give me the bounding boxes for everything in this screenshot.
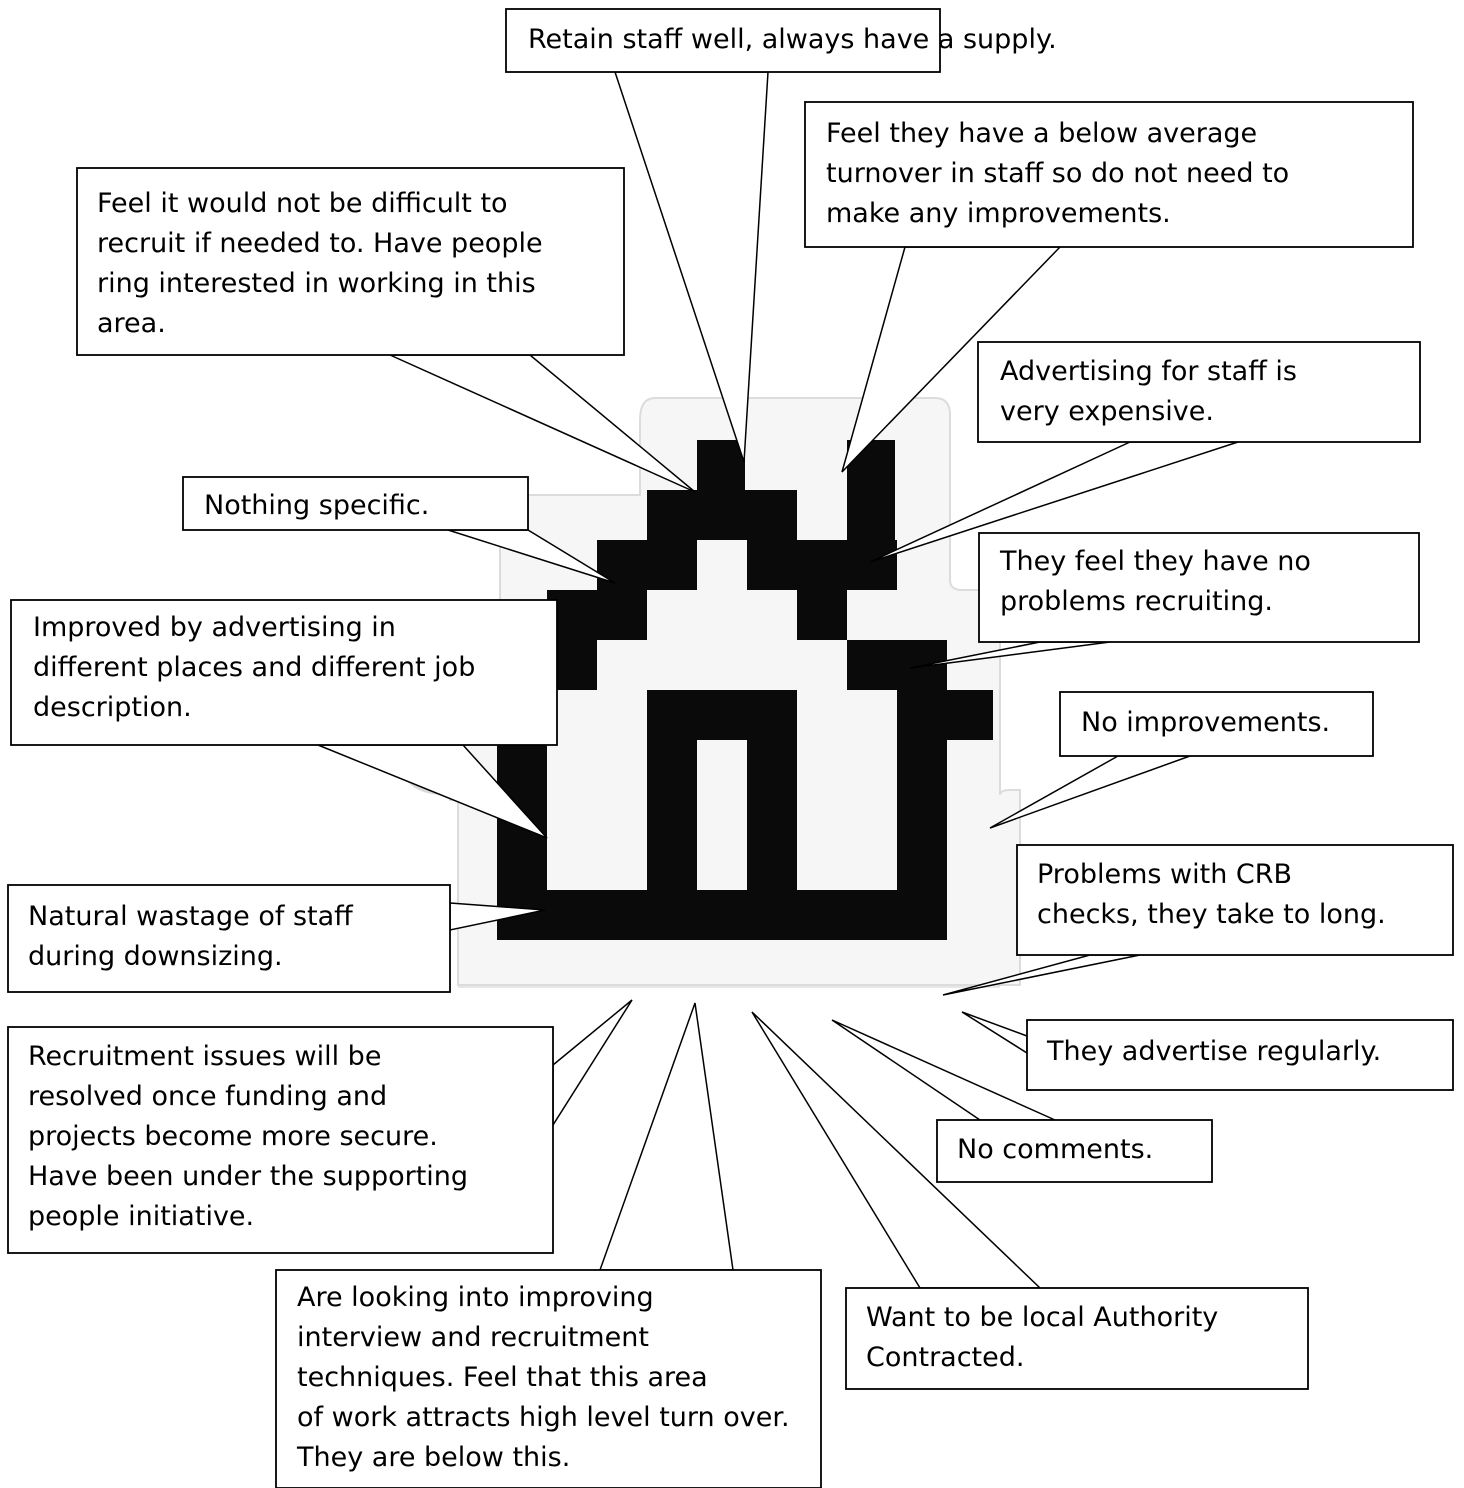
callout-text-advertise-regularly: They advertise regularly. [1047,1036,1382,1067]
pointer-recruitment-issues [552,999,633,1128]
callout-text-retain: Retain staff well, always have a supply. [528,24,1057,55]
callout-pointers [317,71,1239,1289]
house-door-frame-right [747,690,797,890]
callout-text-expensive: Advertising for staff is very expensive. [1000,356,1297,427]
callout-text-nothing-specific: Nothing specific. [204,490,430,521]
callout-text-natural-wastage: Natural wastage of staff during downsizi… [28,901,353,972]
callout-text-no-comments: No comments. [957,1134,1154,1165]
box-below-average [804,101,1414,248]
house-pixel-top [697,440,745,490]
callout-text-not-difficult: Feel it would not be difficult to recrui… [97,188,543,339]
callout-text-recruitment-issues: Recruitment issues will be resolved once… [28,1041,469,1232]
house-floor [497,890,947,940]
callout-text-local-authority: Want to be local Authority Contracted. [866,1302,1219,1373]
house-pixel-row4-right [797,590,847,640]
house-pixel-row4-left [547,590,647,640]
callout-boxes [7,8,1454,1488]
callout-text-no-problems: They feel they have no problems recruiti… [1000,546,1311,617]
callout-text-improved-by: Improved by advertising in different pla… [33,612,476,723]
box-expensive [977,341,1421,443]
box-recruitment-issues [7,1026,554,1254]
pointer-advertise-regularly [961,1011,1028,1055]
box-advertise-regularly [1026,1019,1454,1091]
pointer-looking-into [598,1002,734,1271]
box-looking-into [275,1269,822,1488]
box-no-problems [978,532,1420,643]
callout-text-below-average: Feel they have a below average turnover … [826,118,1290,229]
house-pixel-row2 [647,490,797,540]
callout-text-no-improvements: No improvements. [1081,707,1331,738]
box-no-comments [936,1119,1213,1183]
box-local-authority [845,1287,1309,1390]
box-not-difficult [76,167,625,356]
box-no-improvements [1059,691,1374,757]
callout-text-crb: Problems with CRB checks, they take to l… [1037,859,1386,930]
house-door-frame-left [647,690,697,890]
callout-text-looking-into: Are looking into improving interview and… [297,1282,790,1473]
box-crb [1016,844,1454,956]
box-natural-wastage [7,884,451,993]
box-retain [505,8,941,73]
house-chimney-base [797,540,897,590]
box-improved-by [10,599,558,746]
box-nothing-specific [182,476,529,531]
house-icon [497,440,993,940]
